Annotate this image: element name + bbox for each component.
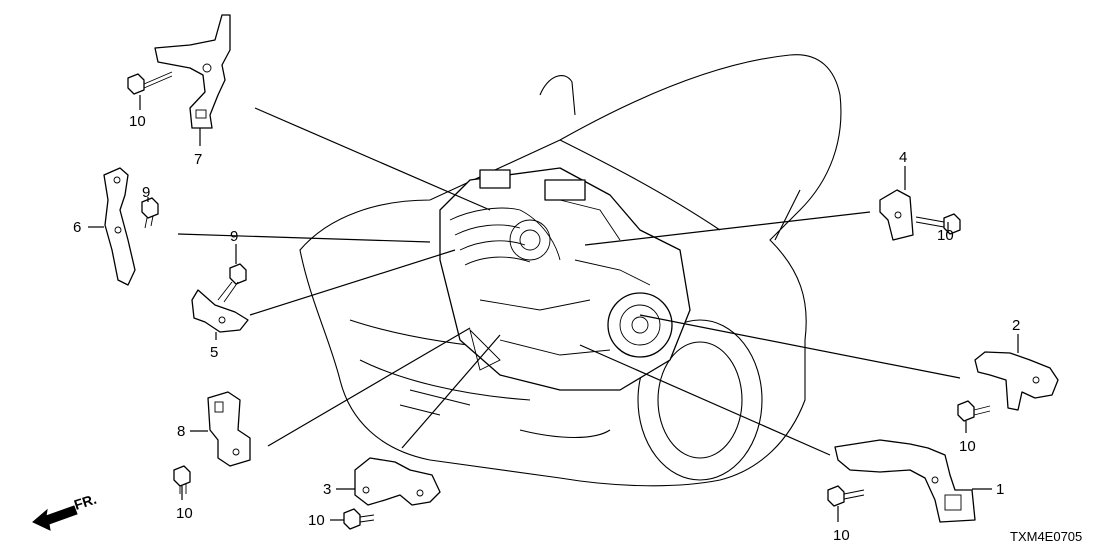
callout-10: 10 (129, 113, 146, 130)
callout-10: 10 (308, 512, 325, 529)
bolt-10-icon (127, 71, 173, 95)
leader-lines (177, 107, 961, 456)
callout-10: 10 (937, 227, 954, 244)
bracket-3 (354, 457, 441, 506)
bolt-9-icon (217, 263, 247, 303)
callout-7: 7 (194, 151, 202, 168)
bracket-4 (879, 189, 914, 241)
callout-2: 2 (1012, 317, 1020, 334)
callout-1: 1 (996, 481, 1004, 498)
bracket-5 (191, 289, 249, 333)
callout-9: 9 (230, 228, 238, 245)
bracket-6 (103, 167, 136, 286)
bolt-10-icon (957, 400, 991, 422)
bolt-10-icon (173, 465, 191, 494)
engine-assembly (439, 167, 691, 391)
bracket-1 (834, 439, 976, 523)
callout-6: 6 (73, 219, 81, 236)
callout-5: 5 (210, 344, 218, 361)
bracket-2 (974, 351, 1059, 411)
diagram-code: TXM4E0705 (1010, 529, 1082, 544)
callout-4: 4 (899, 149, 907, 166)
bolt-9-icon (141, 197, 159, 229)
bracket-7 (154, 14, 231, 129)
callout-10: 10 (959, 438, 976, 455)
callout-ticks (88, 95, 1019, 522)
bolt-10-icon (343, 508, 375, 530)
callout-8: 8 (177, 423, 185, 440)
callout-9: 9 (142, 184, 150, 201)
front-direction-arrow-icon (32, 505, 78, 531)
bolt-10-icon (915, 213, 961, 235)
callout-3: 3 (323, 481, 331, 498)
front-direction-label: FR. (72, 491, 98, 513)
bracket-8 (207, 391, 251, 467)
bolt-10-icon (827, 485, 865, 507)
callout-10: 10 (176, 505, 193, 522)
car-body-outline (299, 54, 842, 487)
callout-10: 10 (833, 527, 850, 544)
